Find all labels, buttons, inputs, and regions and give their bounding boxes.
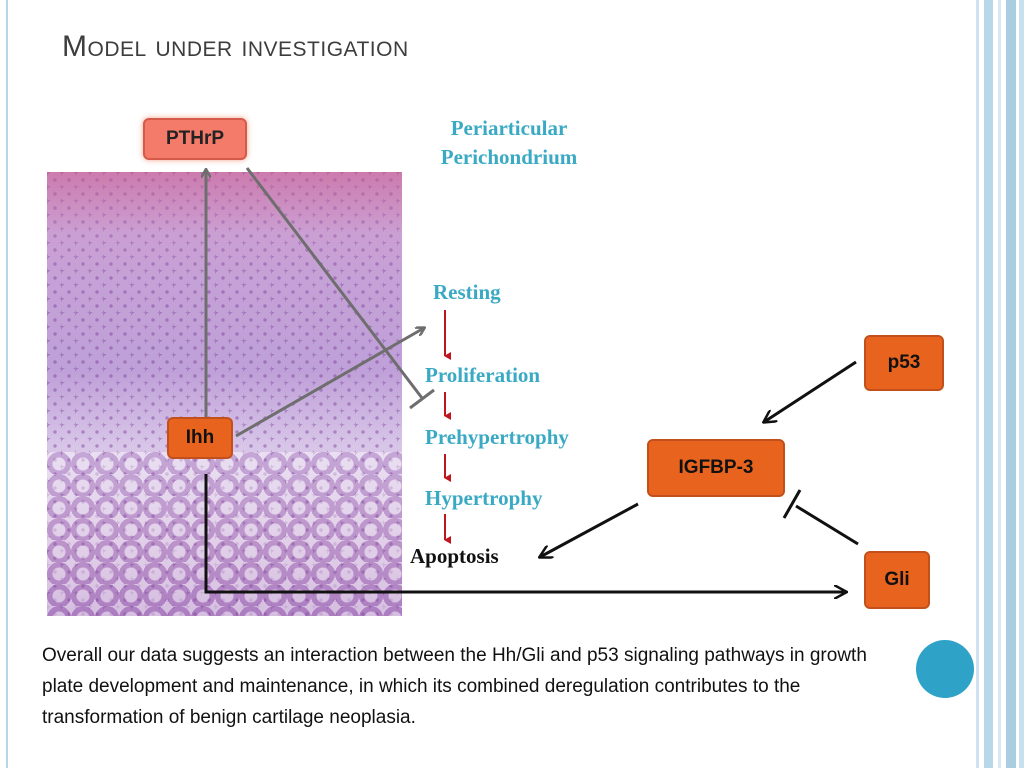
summary-text: Overall our data suggests an interaction…	[42, 645, 867, 728]
arrow-igfbp3-to-apoptosis	[540, 502, 639, 557]
stage-hypertrophy: Hypertrophy	[425, 486, 543, 510]
hypertrophic-cell-texture	[47, 452, 402, 616]
arrow-ihh-to-resting	[235, 328, 424, 438]
periarticular-perichondrium-label: Periarticular Perichondrium	[424, 114, 594, 172]
p53-node: p53	[864, 335, 944, 391]
stage-apoptosis: Apoptosis	[410, 544, 499, 568]
igfbp3-node: IGFBP-3	[647, 439, 785, 497]
inhibition-bar	[409, 388, 435, 410]
growth-plate-histology-image	[47, 172, 402, 616]
right-decorative-stripes	[976, 0, 1024, 768]
inhibition-gli-to-igfbp3	[795, 504, 859, 546]
pthrp-node: PTHrP	[143, 118, 247, 160]
gli-node: Gli	[864, 551, 930, 609]
region-label-line-2: Perichondrium	[440, 145, 578, 169]
arrow-p53-to-igfbp3	[764, 360, 857, 422]
left-frame-line	[6, 0, 8, 768]
arrow-ihh-to-gli	[204, 474, 846, 592]
inhibition-pthrp-to-proliferation	[245, 167, 424, 399]
stage-resting: Resting	[433, 280, 501, 304]
stage-prehypertrophy: Prehypertrophy	[425, 425, 569, 449]
region-label-line-1: Periarticular	[450, 116, 568, 140]
slide-title: Model under investigation	[62, 30, 409, 63]
decorative-circle	[916, 640, 974, 698]
ihh-node: Ihh	[167, 417, 233, 459]
inhibition-bar-igfbp3	[782, 489, 802, 519]
stage-proliferation: Proliferation	[425, 363, 541, 387]
